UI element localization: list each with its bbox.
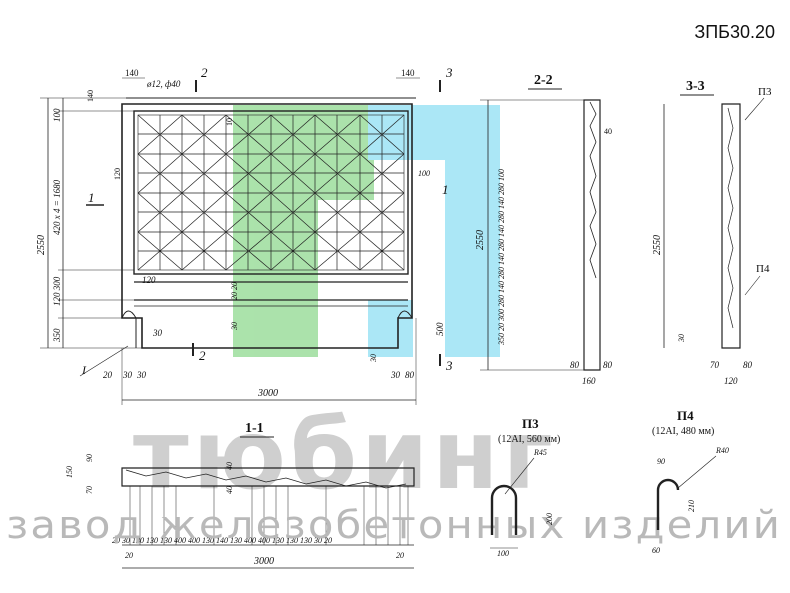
dim-inner-30-a: 30 — [230, 322, 239, 331]
p4-spec: (12АI, 480 мм) — [652, 426, 714, 437]
p3-dim-100: 100 — [497, 549, 509, 558]
section-2-2: 2-2 2550 350 20 300 280 140 280 140 280 … — [475, 73, 613, 386]
section-mark-1-right: 1 — [442, 182, 449, 197]
p4-dim-210: 210 — [687, 500, 696, 512]
dim-bottom-30-b: 30 — [136, 370, 147, 380]
s22-dim-80-b: 80 — [603, 360, 613, 370]
dim-bottom-3000: 3000 — [257, 388, 278, 399]
dim-120-300: 120 300 — [52, 276, 62, 306]
s33-dim-70: 70 — [710, 360, 720, 370]
marker-P4: П4 — [756, 263, 770, 275]
section-mark-3-top: 3 — [445, 65, 453, 80]
section-2-2-label: 2-2 — [534, 73, 553, 88]
marker-P3: П3 — [758, 86, 772, 98]
section-mark-3-bottom: 3 — [445, 358, 453, 373]
dim-inner-30-c: 30 — [369, 354, 378, 363]
s22-dim-stack: 350 20 300 280 140 280 140 280 140 280 1… — [497, 169, 506, 346]
watermark-tagline: завод железобетонных изделий — [6, 503, 782, 547]
drawing-title: ЗПБ30.20 — [694, 22, 775, 42]
s11-dim-20-left: 20 — [125, 551, 133, 560]
dim-bottom-80: 80 — [405, 370, 415, 380]
s11-dim-row: 20 30 130 130 130 400 400 130 140 130 40… — [112, 536, 332, 545]
dim-inner-120-a: 120 — [113, 168, 122, 180]
dim-350: 350 — [52, 328, 62, 343]
dim-100: 100 — [52, 108, 62, 122]
dim-bottom-30-c: 30 — [390, 370, 401, 380]
section-1-1-label: 1-1 — [245, 421, 264, 436]
p3-dim-200: 200 — [545, 513, 554, 525]
dim-2550: 2550 — [36, 235, 47, 255]
p4-label: П4 — [677, 408, 694, 423]
dim-inner-30-b: 30 — [152, 328, 163, 338]
s11-dim-40-a: 40 — [225, 462, 234, 470]
s11-dim-150: 150 — [65, 466, 74, 478]
section-1-1-ticks — [129, 486, 409, 545]
section-1-1: 1-1 150 90 70 40 40 20 30 130 130 130 40… — [65, 421, 415, 569]
p3-dim-r45: R45 — [533, 448, 547, 457]
dim-top-140-left: 140 — [125, 68, 139, 78]
s11-dim-20-right: 20 — [396, 551, 404, 560]
watermark-brand: тюбинг — [133, 399, 557, 511]
s11-dim-3000: 3000 — [253, 556, 274, 567]
p4-dim-90: 90 — [657, 457, 665, 466]
dim-top-10: 10 — [225, 118, 234, 126]
s33-dim-120: 120 — [724, 376, 738, 386]
p3-label: П3 — [522, 416, 539, 431]
star-pattern — [137, 114, 405, 271]
section-mark-2-bottom: 2 — [199, 348, 206, 363]
dim-inner-100: 100 — [418, 169, 430, 178]
dim-bottom-30-a: 30 — [122, 370, 133, 380]
dim-bottom-20: 20 — [103, 370, 113, 380]
hole-note: ø12, ф40 — [146, 79, 181, 89]
s33-dim-30: 30 — [677, 334, 686, 343]
callout-I: I — [81, 363, 87, 377]
main-view: 2550 100 420 x 4 = 1680 120 300 350 140 … — [36, 65, 453, 405]
p4-dim-r40: R40 — [715, 446, 729, 455]
dim-inner-20-20: 20 20 — [230, 282, 239, 300]
part-P3: П3 (12АI, 560 мм) R45 200 100 — [490, 416, 560, 558]
s22-dim-40: 40 — [604, 127, 612, 136]
dim-inner-120-b: 120 — [142, 275, 156, 285]
s22-dim-2550: 2550 — [475, 230, 486, 250]
section-mark-1-left: 1 — [88, 190, 95, 205]
section-3-3-label: 3-3 — [686, 79, 705, 94]
dim-side-140: 140 — [86, 90, 95, 102]
watermark-logo — [233, 105, 500, 357]
section-3-3: 3-3 2550 30 П3 П4 70 80 120 — [652, 79, 772, 386]
part-P4: П4 (12АI, 480 мм) 90 R40 210 60 — [652, 408, 729, 555]
dim-top-140-right: 140 — [401, 68, 415, 78]
p3-spec: (12АI, 560 мм) — [498, 434, 560, 445]
s11-dim-90: 90 — [85, 454, 94, 462]
s33-dim-2550: 2550 — [652, 235, 663, 255]
dim-420x4: 420 x 4 = 1680 — [52, 179, 62, 235]
section-mark-2-top: 2 — [201, 65, 208, 80]
dim-inner-500: 500 — [435, 322, 445, 336]
s22-dim-80-a: 80 — [570, 360, 580, 370]
s33-dim-80: 80 — [743, 360, 753, 370]
s11-dim-40-b: 40 — [225, 486, 234, 494]
p4-dim-60: 60 — [652, 546, 660, 555]
s22-dim-160: 160 — [582, 376, 596, 386]
s11-dim-70: 70 — [85, 486, 94, 494]
